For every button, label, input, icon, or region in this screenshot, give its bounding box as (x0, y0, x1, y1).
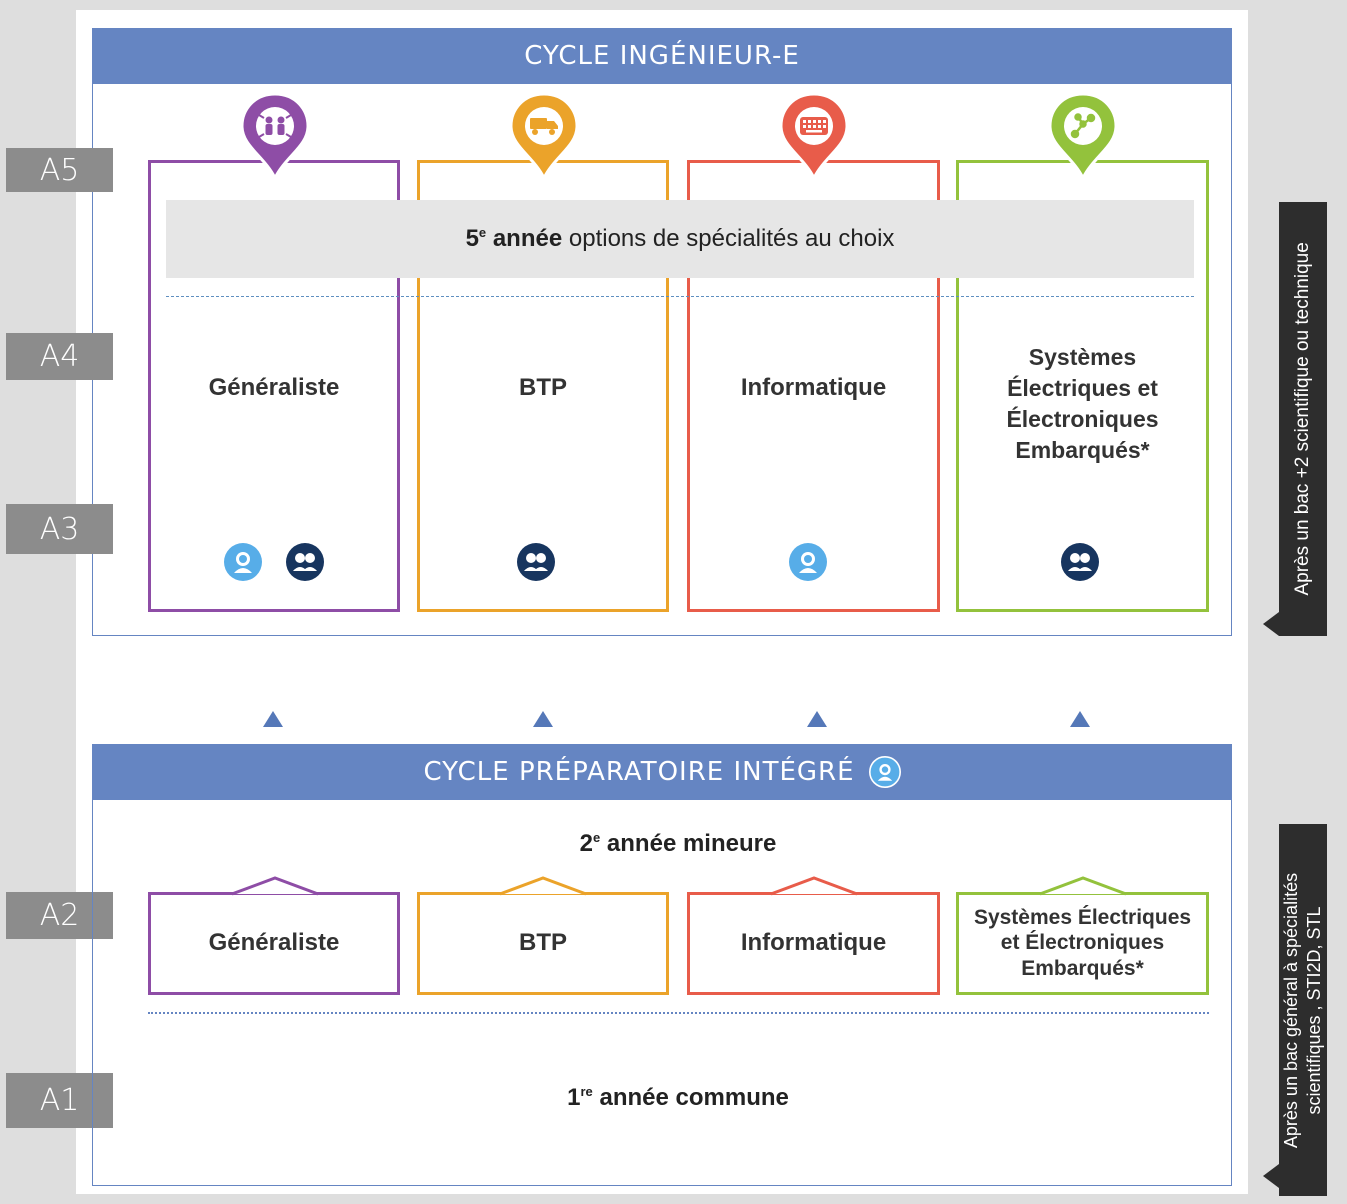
circuit-icon (1070, 113, 1096, 139)
minor-box-systemes-notch (1040, 876, 1126, 896)
apprentice-icon (517, 543, 555, 581)
apprentice-icon (1061, 543, 1099, 581)
minor-title-informatique: Informatique (740, 929, 887, 957)
cycle-ingenieur-header: CYCLE INGÉNIEUR-E (92, 28, 1232, 84)
apprentice-icon (286, 543, 324, 581)
option-band-5e-annee: 5e année options de spécialités au choix (166, 200, 1194, 278)
pin-marker-generaliste (240, 92, 310, 182)
specialty-title-generaliste: Généraliste (208, 373, 340, 401)
side-note-preparatoire-line2: scientifiques , STI2D, STL (1304, 905, 1325, 1115)
divider-a5-a4 (166, 296, 1194, 297)
year-label-a2: A2 (6, 892, 113, 939)
specialty-title-btp: BTP (519, 373, 567, 401)
year-label-a4: A4 (6, 333, 113, 380)
minor-box-generaliste (148, 892, 400, 995)
side-note-preparatoire-line1: Après un bac général à spécialités (1281, 872, 1302, 1148)
cycle-preparatoire-title: CYCLE PRÉPARATOIRE INTÉGRÉ (423, 757, 855, 787)
side-note-ingenieur: Après un bac +2 scientifique ou techniqu… (1279, 202, 1327, 636)
option-band-bold: année (492, 225, 563, 252)
people-network-icon (258, 114, 292, 138)
minor-box-generaliste-notch (232, 876, 318, 896)
option-band-ordinal: 5 (465, 225, 479, 252)
cycle-preparatoire-header: CYCLE PRÉPARATOIRE INTÉGRÉ (92, 744, 1232, 800)
option-band-text: options de spécialités au choix (568, 225, 895, 252)
year-label-a1: A1 (6, 1073, 113, 1128)
minor-title-btp: BTP (519, 929, 567, 957)
specialty-title-systemes: Systèmes Électriques et Électroniques Em… (1006, 343, 1159, 464)
student-icon (789, 543, 827, 581)
option-band-ordinal-suffix: e (478, 225, 487, 240)
minor-title-generaliste: Généraliste (208, 929, 340, 957)
year-label-a3: A3 (6, 504, 113, 554)
cycle-preparatoire-frame (92, 800, 1232, 1186)
keyboard-icon (800, 117, 828, 135)
pin-marker-btp (509, 92, 579, 182)
side-note-ingenieur-text: Après un bac +2 scientifique ou techniqu… (1292, 242, 1314, 596)
student-icon (224, 543, 262, 581)
minor-box-informatique (687, 892, 940, 995)
side-note-ingenieur-pointer (1263, 612, 1279, 636)
second-year-label: 2e année mineure (579, 830, 777, 857)
specialty-title-informatique: Informatique (740, 373, 887, 401)
divider-a2-a1 (148, 1012, 1209, 1014)
up-arrow-generaliste (263, 711, 283, 727)
first-year-label: 1re année commune (567, 1084, 789, 1111)
student-icon (868, 756, 901, 788)
up-arrow-btp (533, 711, 553, 727)
minor-box-informatique-notch (771, 876, 857, 896)
side-note-preparatoire-pointer (1263, 1164, 1279, 1188)
minor-title-systemes: Systèmes Électriques et Électroniques Em… (973, 906, 1192, 980)
minor-box-btp (417, 892, 669, 995)
truck-icon (530, 118, 558, 135)
up-arrow-systemes (1070, 711, 1090, 727)
pin-marker-systemes (1048, 92, 1118, 182)
up-arrow-informatique (807, 711, 827, 727)
year-label-a5: A5 (6, 148, 113, 192)
side-note-preparatoire: Après un bac général à spécialités scien… (1279, 824, 1327, 1196)
minor-box-btp-notch (500, 876, 586, 896)
pin-marker-informatique (779, 92, 849, 182)
cycle-ingenieur-title: CYCLE INGÉNIEUR-E (524, 41, 800, 71)
